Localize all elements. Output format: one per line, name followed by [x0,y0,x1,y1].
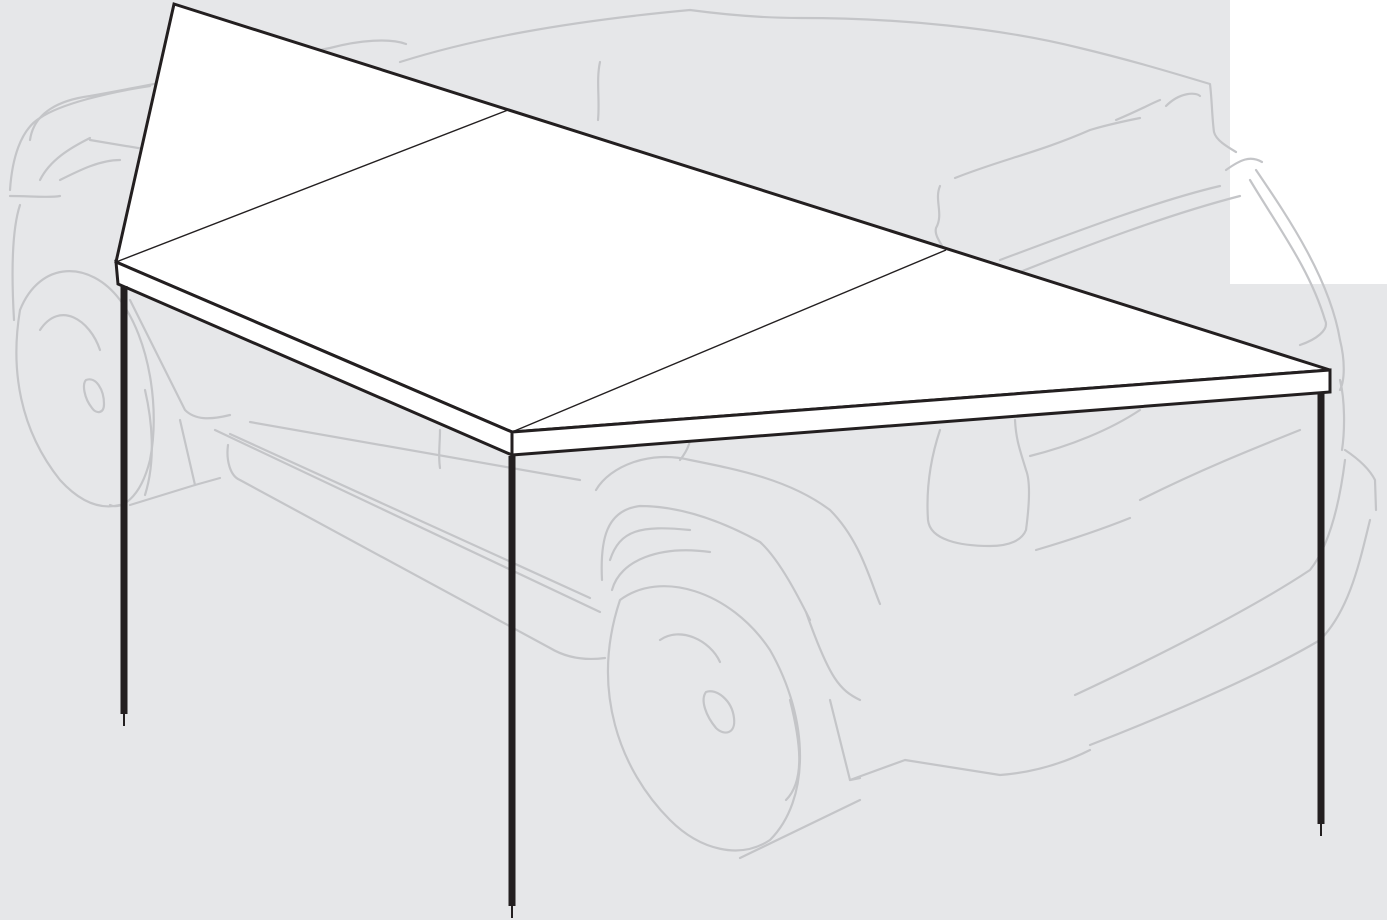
awning-poles [120,286,1325,918]
awning-seam-left [115,109,509,263]
background-notch [1230,0,1387,284]
vehicle-outline [8,8,1378,860]
awning-seam-right [511,249,947,433]
awning-canopy [114,2,1332,458]
awning-front-bar [510,368,1332,457]
